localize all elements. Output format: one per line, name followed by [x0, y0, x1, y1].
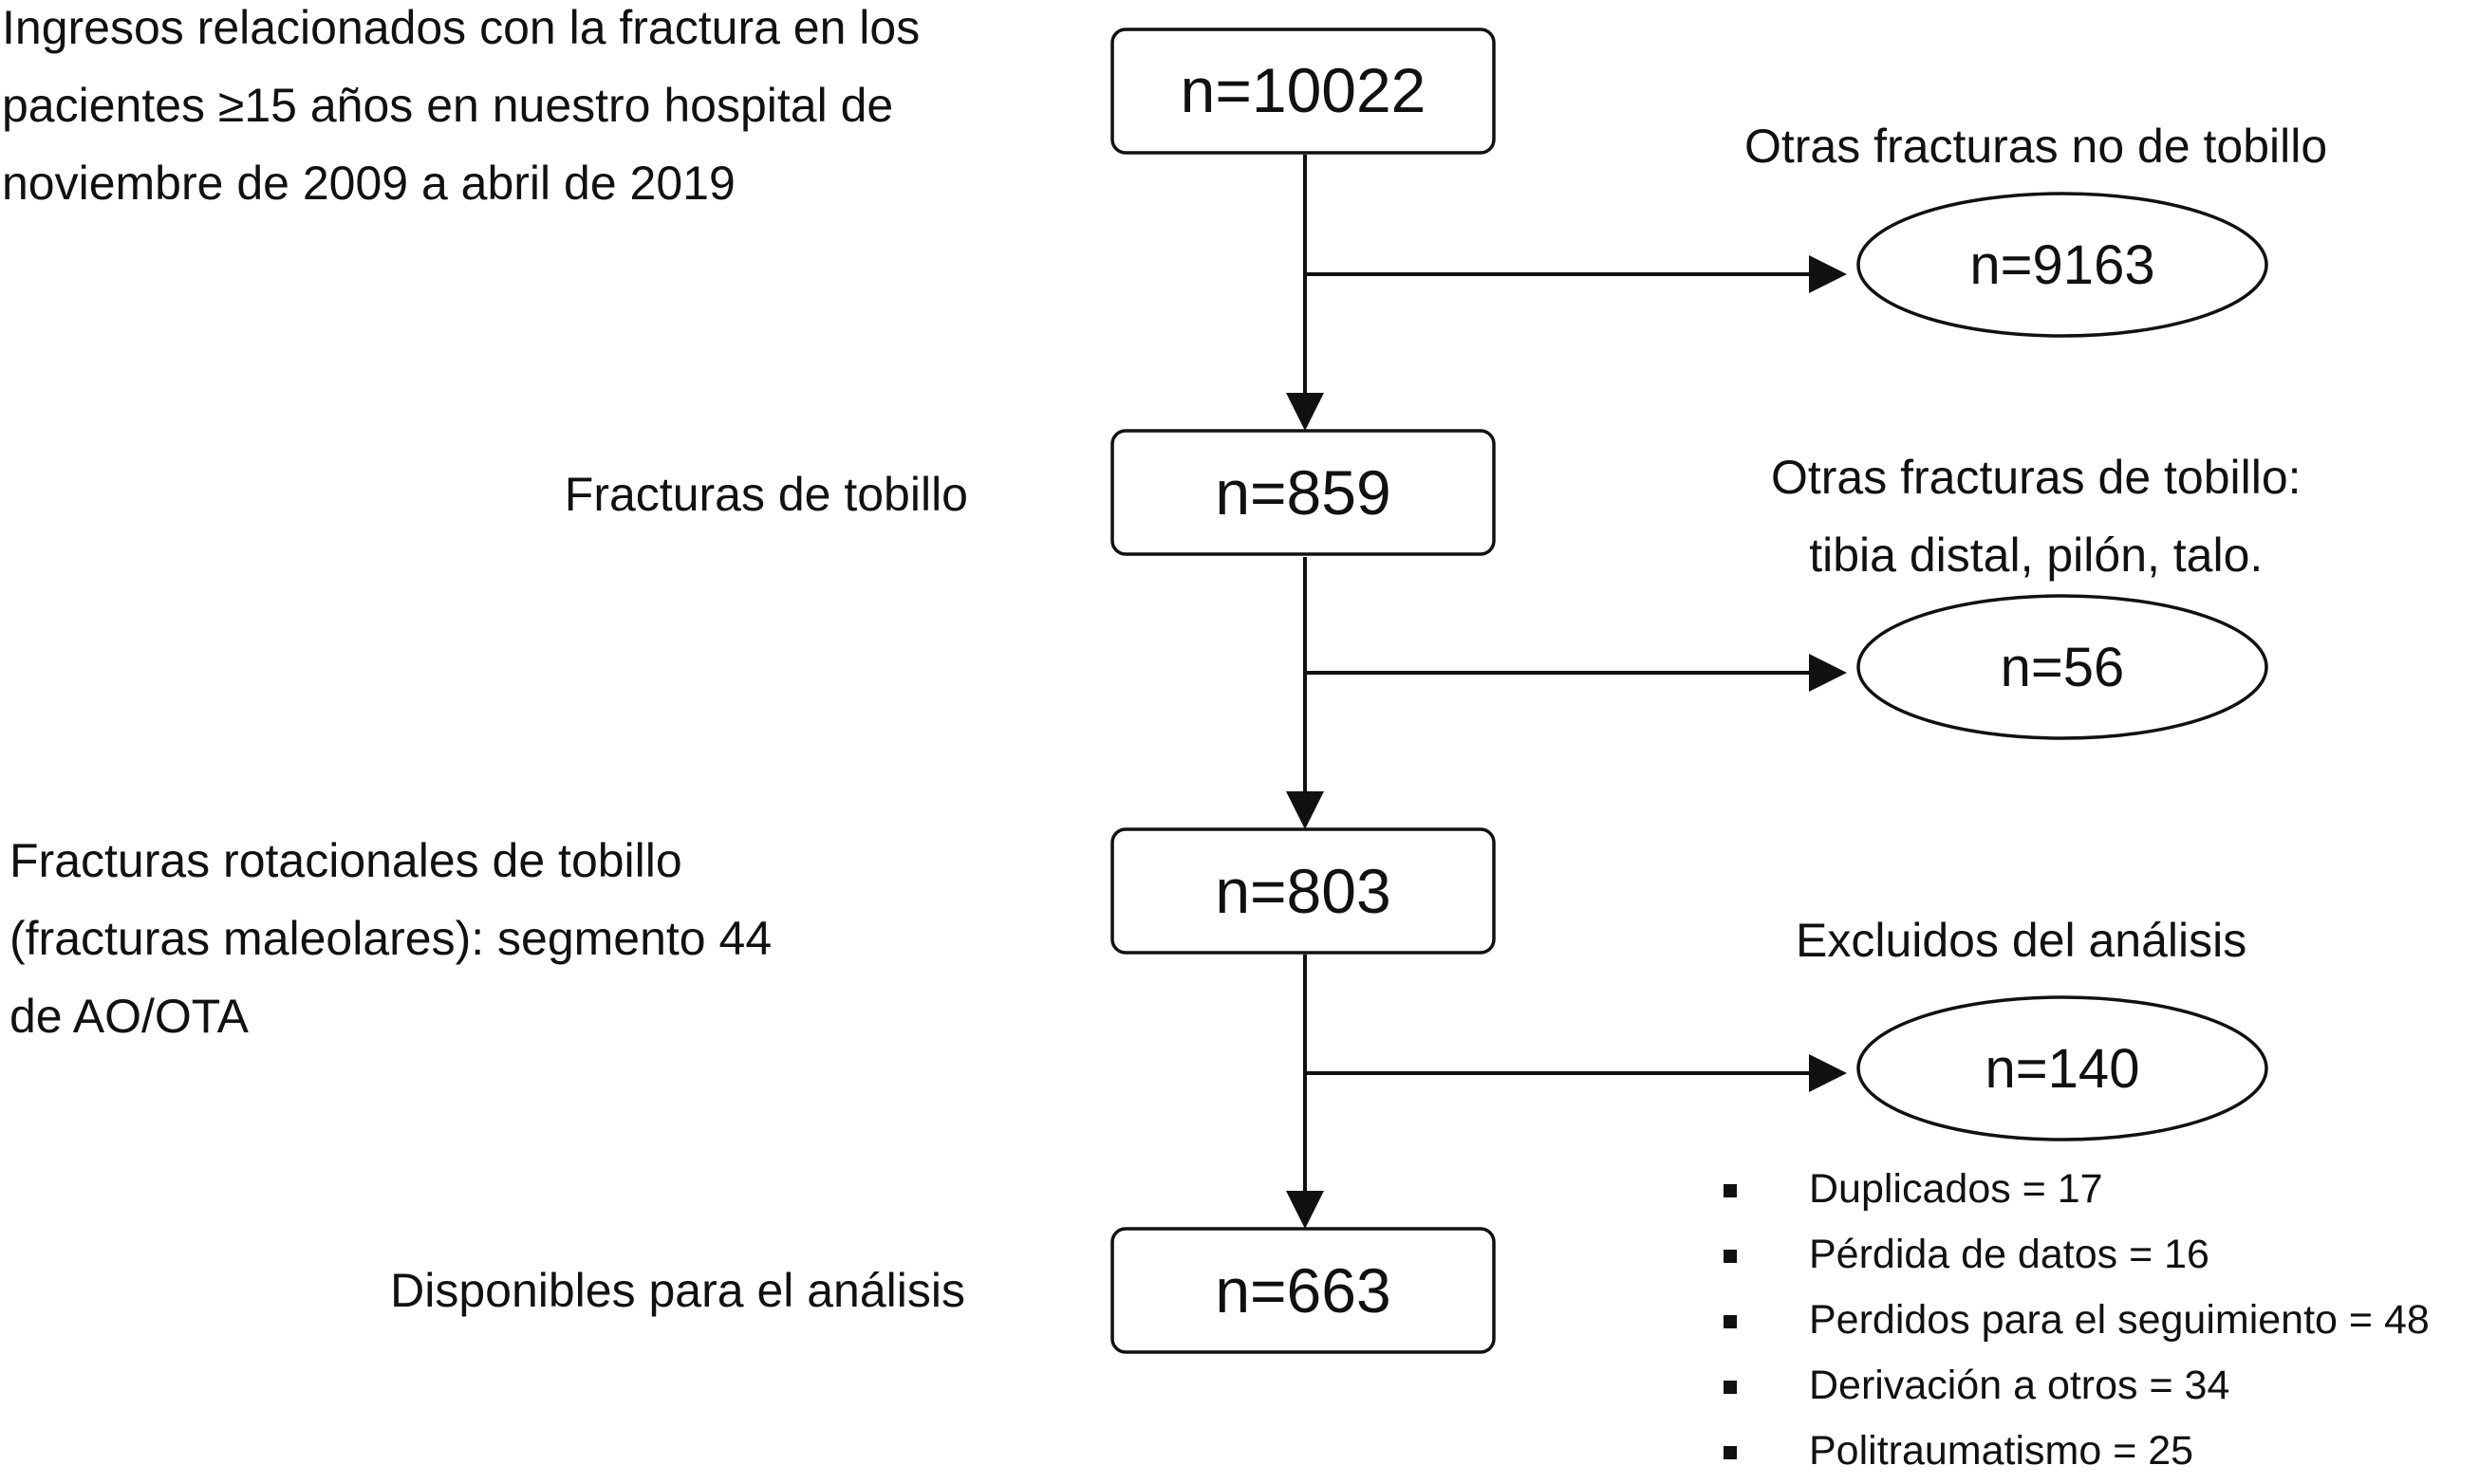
exclusion-reasons-list: Duplicados = 17 Pérdida de datos = 16 Pe…: [1724, 1157, 2430, 1484]
step-label-rotational-fractures: Fracturas rotacionales de tobillo (fract…: [9, 822, 772, 1055]
arrow-down-icon: [1286, 791, 1324, 829]
arrow-right-icon: [1809, 255, 1847, 293]
exclusion-label-excluded: Excluidos del análisis: [1796, 901, 2246, 979]
list-item: Pérdida de datos = 16: [1724, 1222, 2430, 1288]
step-label-line: Fracturas rotacionales de tobillo: [9, 834, 682, 887]
step-box-available: [1110, 1227, 1496, 1354]
step-label-ankle-fractures: Fracturas de tobillo: [565, 455, 968, 533]
exclusion-label-line: tibia distal, pilón, talo.: [1809, 529, 2264, 582]
step-count-ankle-fractures: n=859: [1215, 457, 1390, 528]
step-label-line: noviembre de 2009 a abril de 2019: [2, 157, 736, 210]
step-label-line: Disponibles para el análisis: [390, 1264, 965, 1317]
list-item: Derivación a otros = 34: [1724, 1353, 2430, 1419]
step-box-admissions: [1110, 28, 1496, 155]
step-label-line: (fracturas maleolares): segmento 44: [9, 912, 773, 965]
exclusion-label-other-ankle-fractures: Otras fracturas de tobillo: tibia distal…: [1771, 438, 2302, 594]
exclusion-label-line: Otras fracturas no de tobillo: [1744, 120, 2328, 173]
exclusion-ellipse-other-fractures: [1856, 192, 2268, 338]
step-label-line: pacientes ≥15 años en nuestro hospital d…: [2, 79, 894, 132]
bullet-square-icon: [1724, 1315, 1737, 1328]
exclusion-label-other-fractures: Otras fracturas no de tobillo: [1744, 107, 2327, 185]
step-box-ankle-fractures: [1110, 429, 1496, 556]
arrow-right-icon: [1809, 1054, 1847, 1092]
step-label-line: Ingresos relacionados con la fractura en…: [2, 1, 921, 54]
arrow-right-icon: [1809, 654, 1847, 692]
reason-text: Pérdida de datos = 16: [1809, 1232, 2209, 1277]
step-label-admissions: Ingresos relacionados con la fractura en…: [2, 0, 920, 222]
step-label-available: Disponibles para el análisis: [390, 1252, 965, 1329]
bullet-square-icon: [1724, 1250, 1737, 1263]
list-item: Duplicados = 17: [1724, 1157, 2430, 1222]
reason-text: Politraumatismo = 25: [1809, 1428, 2194, 1474]
step-count-admissions: n=10022: [1181, 55, 1426, 125]
bullet-square-icon: [1724, 1381, 1737, 1394]
exclusion-ellipse-other-ankle-fractures: [1856, 594, 2268, 740]
reason-text: Perdidos para el seguimiento = 48: [1809, 1297, 2430, 1343]
bullet-square-icon: [1724, 1446, 1737, 1459]
list-item: Politraumatismo = 25: [1724, 1419, 2430, 1484]
exclusion-label-line: Otras fracturas de tobillo:: [1771, 451, 2302, 504]
reason-text: Duplicados = 17: [1809, 1166, 2103, 1212]
step-box-rotational-fractures: [1110, 827, 1496, 955]
exclusion-count-other-fractures: n=9163: [1969, 234, 2154, 296]
step-count-rotational-fractures: n=803: [1215, 856, 1390, 926]
exclusion-count-excluded: n=140: [1985, 1038, 2140, 1100]
list-item: Perdidos para el seguimiento = 48: [1724, 1288, 2430, 1353]
exclusion-ellipse-excluded: [1856, 995, 2268, 1141]
exclusion-count-other-ankle-fractures: n=56: [2001, 637, 2125, 698]
bullet-square-icon: [1724, 1184, 1737, 1197]
step-label-line: Fracturas de tobillo: [564, 468, 968, 521]
reason-text: Derivación a otros = 34: [1809, 1363, 2230, 1408]
step-label-line: de AO/OTA: [9, 990, 249, 1043]
exclusion-label-line: Excluidos del análisis: [1796, 914, 2247, 967]
arrow-down-icon: [1286, 1191, 1324, 1229]
step-count-available: n=663: [1215, 1255, 1390, 1326]
arrow-down-icon: [1286, 393, 1324, 431]
